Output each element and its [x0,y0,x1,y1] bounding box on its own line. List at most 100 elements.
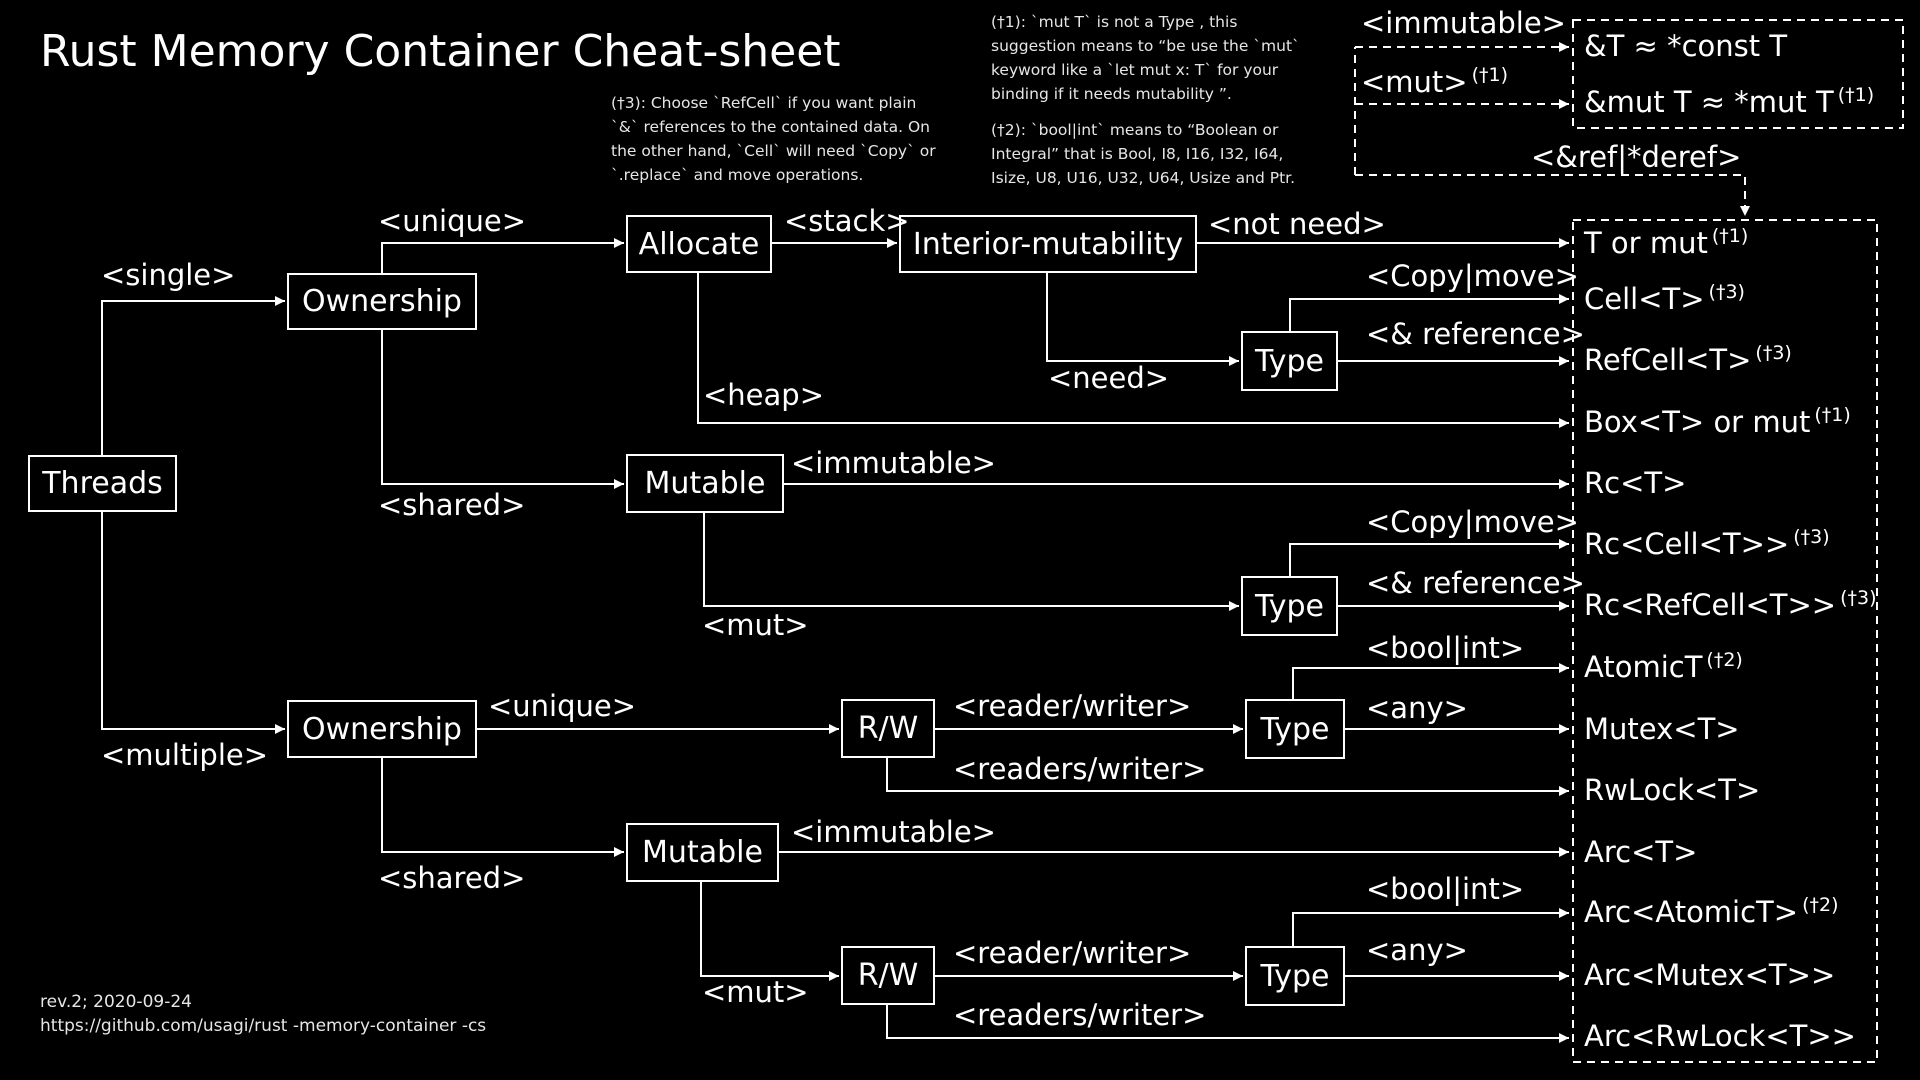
label-mut-top-text: <mut> [1361,65,1468,99]
result-rc-cell: Rc<Cell<T>>(†3) [1584,527,1830,561]
label-readers-writer-2: <readers/writer> [953,998,1207,1032]
label-shared-multiple: <shared> [378,861,526,895]
result-box: Box<T> or mut(†1) [1584,405,1851,439]
result-rc-refcell: Rc<RefCell<T>>(†3) [1584,588,1877,622]
label-bool-int-1: <bool|int> [1366,631,1525,665]
result-text: Rc<T> [1584,466,1687,500]
label-reader-writer-1: <reader/writer> [953,689,1192,723]
label-any-1: <any> [1366,691,1468,725]
label-ref-deref: <&ref|*deref> [1531,140,1742,174]
node-threads: Threads [28,455,177,512]
result-text: Mutex<T> [1584,712,1740,746]
result-rc: Rc<T> [1584,469,1690,498]
edge-bool-int-1 [1292,663,1569,699]
node-rw-unique: R/W [841,699,935,758]
edge-readers-writer-2 [886,1005,1569,1043]
result-t-or-mut: T or mut(†1) [1584,226,1748,260]
edge-bool-int-2 [1292,908,1569,946]
label-stack: <stack> [784,204,910,238]
node-rw-arc: R/W [841,946,935,1005]
node-type-unique: Type [1245,699,1345,759]
footer: rev.2; 2020-09-24 https://github.com/usa… [40,990,486,1038]
label-reader-writer-2: <reader/writer> [953,936,1192,970]
label-need: <need> [1048,361,1170,395]
node-interior-mutability: Interior-mutability [899,215,1197,273]
result-sup: (†1) [1814,404,1851,426]
result-sup: (†3) [1708,281,1745,303]
node-type-interior: Type [1241,331,1338,391]
note-dagger2-line: Integral” that is Bool, I8, I16, I32, I6… [991,145,1284,163]
edge-ref-deref [1355,174,1750,216]
label-unique-single: <unique> [378,204,527,238]
result-text: Rc<RefCell<T>> [1584,588,1837,622]
top-result-mut-ref-text: &mut T ≈ *mut T [1584,85,1834,119]
result-arc-mutex: Arc<Mutex<T>> [1584,961,1839,990]
label-any-2: <any> [1366,933,1468,967]
result-sup: (†1) [1711,225,1749,247]
note-dagger3-line: (†3): Choose `RefCell` if you want plain [611,94,917,112]
result-sup: (†3) [1793,526,1830,548]
edge-need [1046,273,1239,366]
top-result-mut-ref-sup: (†1) [1837,84,1875,106]
node-type-arc: Type [1245,946,1345,1006]
label-immutable-rc: <immutable> [791,446,996,480]
label-immutable-top: <immutable> [1361,6,1566,40]
label-copy-move-1: <Copy|move> [1366,259,1579,293]
note-dagger1-line: binding if it needs mutability ”. [991,85,1232,103]
edge-copy-move-2 [1289,539,1569,576]
note-dagger2-line: (†2): `bool|int` means to “Boolean or [991,121,1279,139]
note-dagger2-line: Isize, U8, U16, U32, U64, Usize and Ptr. [991,169,1296,187]
node-allocate: Allocate [626,215,772,273]
label-not-need: <not need> [1208,207,1386,241]
result-arc-atomic: Arc<AtomicT>(†2) [1584,895,1839,929]
label-shared-single: <shared> [378,488,526,522]
label-ref-1: <& reference> [1366,317,1585,351]
page-title: Rust Memory Container Cheat-sheet [40,26,841,77]
result-mutex: Mutex<T> [1584,715,1744,744]
label-immutable-arc: <immutable> [791,815,996,849]
top-result-mut-ref: &mut T ≈ *mut T(†1) [1584,85,1874,119]
node-mutable-single: Mutable [626,454,784,513]
edge-copy-move-1 [1289,294,1569,331]
note-dagger3-line: the other hand, `Cell` will need `Copy` … [611,142,936,160]
result-text: T or mut [1584,226,1708,260]
label-mut-top: <mut>(†1) [1361,65,1508,99]
edge-ownership-shared [381,330,624,489]
result-text: RwLock<T> [1584,773,1761,807]
result-arc-rwlock: Arc<RwLock<T>> [1584,1022,1860,1051]
label-copy-move-2: <Copy|move> [1366,505,1579,539]
footer-url: https://github.com/usagi/rust -memory-co… [40,1016,487,1036]
result-text: Arc<RwLock<T>> [1584,1019,1856,1053]
result-refcell: RefCell<T>(†3) [1584,344,1792,375]
result-text: Box<T> or mut [1584,405,1811,439]
result-rwlock: RwLock<T> [1584,776,1764,805]
node-ownership-single: Ownership [287,273,477,330]
label-ref-2: <& reference> [1366,566,1585,600]
node-ownership-multiple: Ownership [287,700,477,758]
edge-ownership-unique [381,238,624,273]
label-heap: <heap> [703,378,824,412]
result-text: Arc<T> [1584,835,1698,869]
footer-revision: rev.2; 2020-09-24 [40,992,192,1012]
note-dagger3-line: `.replace` and move operations. [611,166,864,184]
edge-threads-single [101,296,285,455]
note-dagger2: (†2): `bool|int` means to “Boolean or In… [991,118,1295,190]
label-mut-rc: <mut> [702,608,809,642]
result-text: Rc<Cell<T>> [1584,527,1790,561]
note-dagger1-line: (†1): `mut T` is not a Type , this [991,13,1238,31]
result-text: Arc<AtomicT> [1584,895,1799,929]
edge-readers-writer-1 [886,758,1569,796]
note-dagger3: (†3): Choose `RefCell` if you want plain… [611,91,936,187]
result-atomic: AtomicT(†2) [1584,650,1743,684]
result-cell: Cell<T>(†3) [1584,283,1745,314]
edge-mut-arc [700,882,839,981]
result-text: AtomicT [1584,650,1703,684]
label-bool-int-2: <bool|int> [1366,872,1525,906]
result-sup: (†2) [1706,649,1743,671]
edge-threads-multiple [101,511,285,734]
note-dagger1: (†1): `mut T` is not a Type , this sugge… [991,10,1300,106]
result-sup: (†3) [1840,587,1877,609]
result-text: Arc<Mutex<T>> [1584,958,1836,992]
result-sup: (†3) [1755,342,1792,364]
